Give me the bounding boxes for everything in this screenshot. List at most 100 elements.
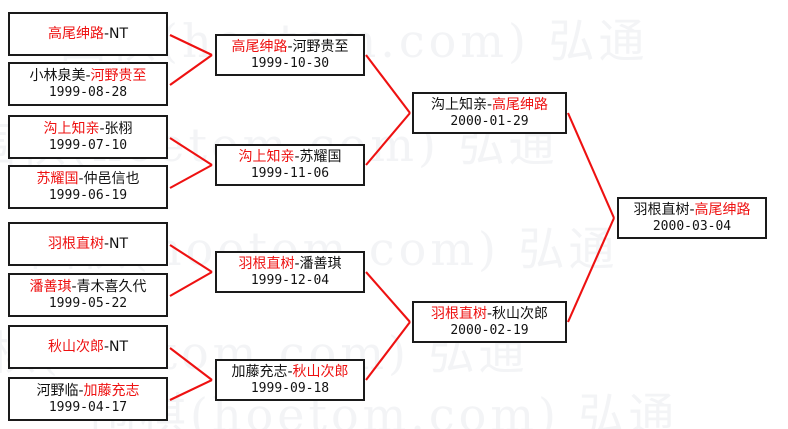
match-players: 沟上知亲-张栩 <box>43 121 132 138</box>
match-players: 羽根直树-NT <box>48 236 128 253</box>
player-separator: - <box>78 170 84 187</box>
match-date: 1999-12-04 <box>250 272 330 288</box>
connector-line <box>169 379 213 401</box>
player-loser: 河野贵至 <box>292 38 349 55</box>
player-separator: - <box>294 148 300 165</box>
match-box-r2-1[interactable]: 高尾绅路-河野贵至 1999-10-30 <box>215 34 365 76</box>
player-winner: 苏耀国 <box>36 170 79 187</box>
player-loser: NT <box>109 235 129 252</box>
match-players: 潘善琪-青木喜久代 <box>29 279 146 296</box>
player-separator: - <box>99 120 105 137</box>
player-separator: - <box>103 338 110 355</box>
match-date: 1999-08-28 <box>48 84 128 100</box>
player-loser: 苏耀国 <box>299 148 342 165</box>
player-loser: NT <box>109 25 129 42</box>
match-box-r1-3[interactable]: 沟上知亲-张栩 1999-07-10 <box>8 115 168 159</box>
player-separator: - <box>71 278 77 295</box>
match-box-r2-4[interactable]: 加藤充志-秋山次郎 1999-09-18 <box>215 359 365 401</box>
player-separator: - <box>85 67 91 84</box>
player-loser: 加藤充志 <box>231 363 288 380</box>
match-date: 2000-03-04 <box>652 218 732 234</box>
connector-line <box>169 34 213 56</box>
match-players: 羽根直树-高尾绅路 <box>633 202 750 219</box>
player-loser: NT <box>109 338 129 355</box>
player-separator: - <box>103 25 110 42</box>
match-players: 河野临-加藤充志 <box>36 383 139 400</box>
match-box-r1-2[interactable]: 小林泉美-河野贵至 1999-08-28 <box>8 62 168 106</box>
connector-line <box>365 271 411 323</box>
connector-line <box>567 112 615 219</box>
watermark-text: 围棋(hoetom.com) 弘通 <box>90 388 679 429</box>
player-loser: 小林泉美 <box>29 67 86 84</box>
player-winner: 河野贵至 <box>90 67 147 84</box>
connector-line <box>169 271 213 297</box>
player-winner: 沟上知亲 <box>43 120 100 137</box>
match-players: 羽根直树-潘善琪 <box>238 256 341 273</box>
player-winner: 高尾绅路 <box>492 96 549 113</box>
match-box-r3-2[interactable]: 羽根直树-秋山次郎 2000-02-19 <box>412 301 567 343</box>
player-winner: 潘善琪 <box>29 278 72 295</box>
match-box-r1-5[interactable]: 羽根直树-NT <box>8 222 168 266</box>
match-players: 高尾绅路-河野贵至 <box>231 39 348 56</box>
match-box-r1-4[interactable]: 苏耀国-仲邑信也 1999-06-19 <box>8 165 168 209</box>
match-date: 1999-11-06 <box>250 165 330 181</box>
player-loser: 潘善琪 <box>299 255 342 272</box>
connector-line <box>169 54 213 86</box>
match-box-r1-8[interactable]: 河野临-加藤充志 1999-04-17 <box>8 377 168 421</box>
match-players: 苏耀国-仲邑信也 <box>36 171 139 188</box>
player-separator: - <box>78 382 84 399</box>
connector-line <box>169 137 213 166</box>
match-players: 沟上知亲-苏耀国 <box>238 149 341 166</box>
player-winner: 沟上知亲 <box>238 148 295 165</box>
player-separator: - <box>103 235 110 252</box>
player-separator: - <box>486 96 493 113</box>
match-box-final[interactable]: 羽根直树-高尾绅路 2000-03-04 <box>617 197 767 239</box>
player-loser: 沟上知亲 <box>430 96 487 113</box>
connector-line <box>365 112 411 166</box>
player-winner: 秋山次郎 <box>292 363 349 380</box>
connector-line <box>365 54 411 114</box>
match-date: 1999-06-19 <box>48 187 128 203</box>
match-players: 沟上知亲-高尾绅路 <box>431 97 548 114</box>
connector-line <box>169 347 213 381</box>
player-separator: - <box>486 305 493 322</box>
player-loser: 河野临 <box>36 382 79 399</box>
player-loser: 羽根直树 <box>633 201 690 218</box>
match-players: 高尾绅路-NT <box>48 26 128 43</box>
match-box-r1-1[interactable]: 高尾绅路-NT <box>8 12 168 56</box>
match-date: 1999-05-22 <box>48 295 128 311</box>
match-date: 2000-01-29 <box>450 113 529 129</box>
match-players: 小林泉美-河野贵至 <box>29 68 146 85</box>
match-box-r1-7[interactable]: 秋山次郎-NT <box>8 325 168 369</box>
connector-line <box>169 164 213 189</box>
match-date: 1999-07-10 <box>48 137 128 153</box>
player-loser: 秋山次郎 <box>492 305 549 322</box>
player-winner: 高尾绅路 <box>47 25 104 42</box>
match-date: 1999-10-30 <box>250 55 330 71</box>
player-winner: 羽根直树 <box>430 305 487 322</box>
connector-line <box>567 217 615 323</box>
player-separator: - <box>287 38 293 55</box>
match-players: 羽根直树-秋山次郎 <box>431 306 548 323</box>
player-loser: 青木喜久代 <box>76 278 147 295</box>
match-players: 秋山次郎-NT <box>48 339 128 356</box>
player-winner: 高尾绅路 <box>231 38 288 55</box>
match-date: 2000-02-19 <box>450 322 529 338</box>
player-winner: 羽根直树 <box>238 255 295 272</box>
connector-line <box>365 321 411 381</box>
player-loser: 仲邑信也 <box>83 170 140 187</box>
match-box-r2-3[interactable]: 羽根直树-潘善琪 1999-12-04 <box>215 251 365 293</box>
player-loser: 张栩 <box>104 120 133 137</box>
match-box-r2-2[interactable]: 沟上知亲-苏耀国 1999-11-06 <box>215 144 365 186</box>
match-players: 加藤充志-秋山次郎 <box>231 364 348 381</box>
player-winner: 秋山次郎 <box>47 338 104 355</box>
player-winner: 加藤充志 <box>83 382 140 399</box>
match-box-r3-1[interactable]: 沟上知亲-高尾绅路 2000-01-29 <box>412 92 567 134</box>
match-box-r1-6[interactable]: 潘善琪-青木喜久代 1999-05-22 <box>8 273 168 317</box>
player-separator: - <box>689 201 695 218</box>
player-separator: - <box>294 255 300 272</box>
connector-line <box>169 244 213 273</box>
match-date: 1999-09-18 <box>250 380 330 396</box>
player-winner: 羽根直树 <box>47 235 104 252</box>
